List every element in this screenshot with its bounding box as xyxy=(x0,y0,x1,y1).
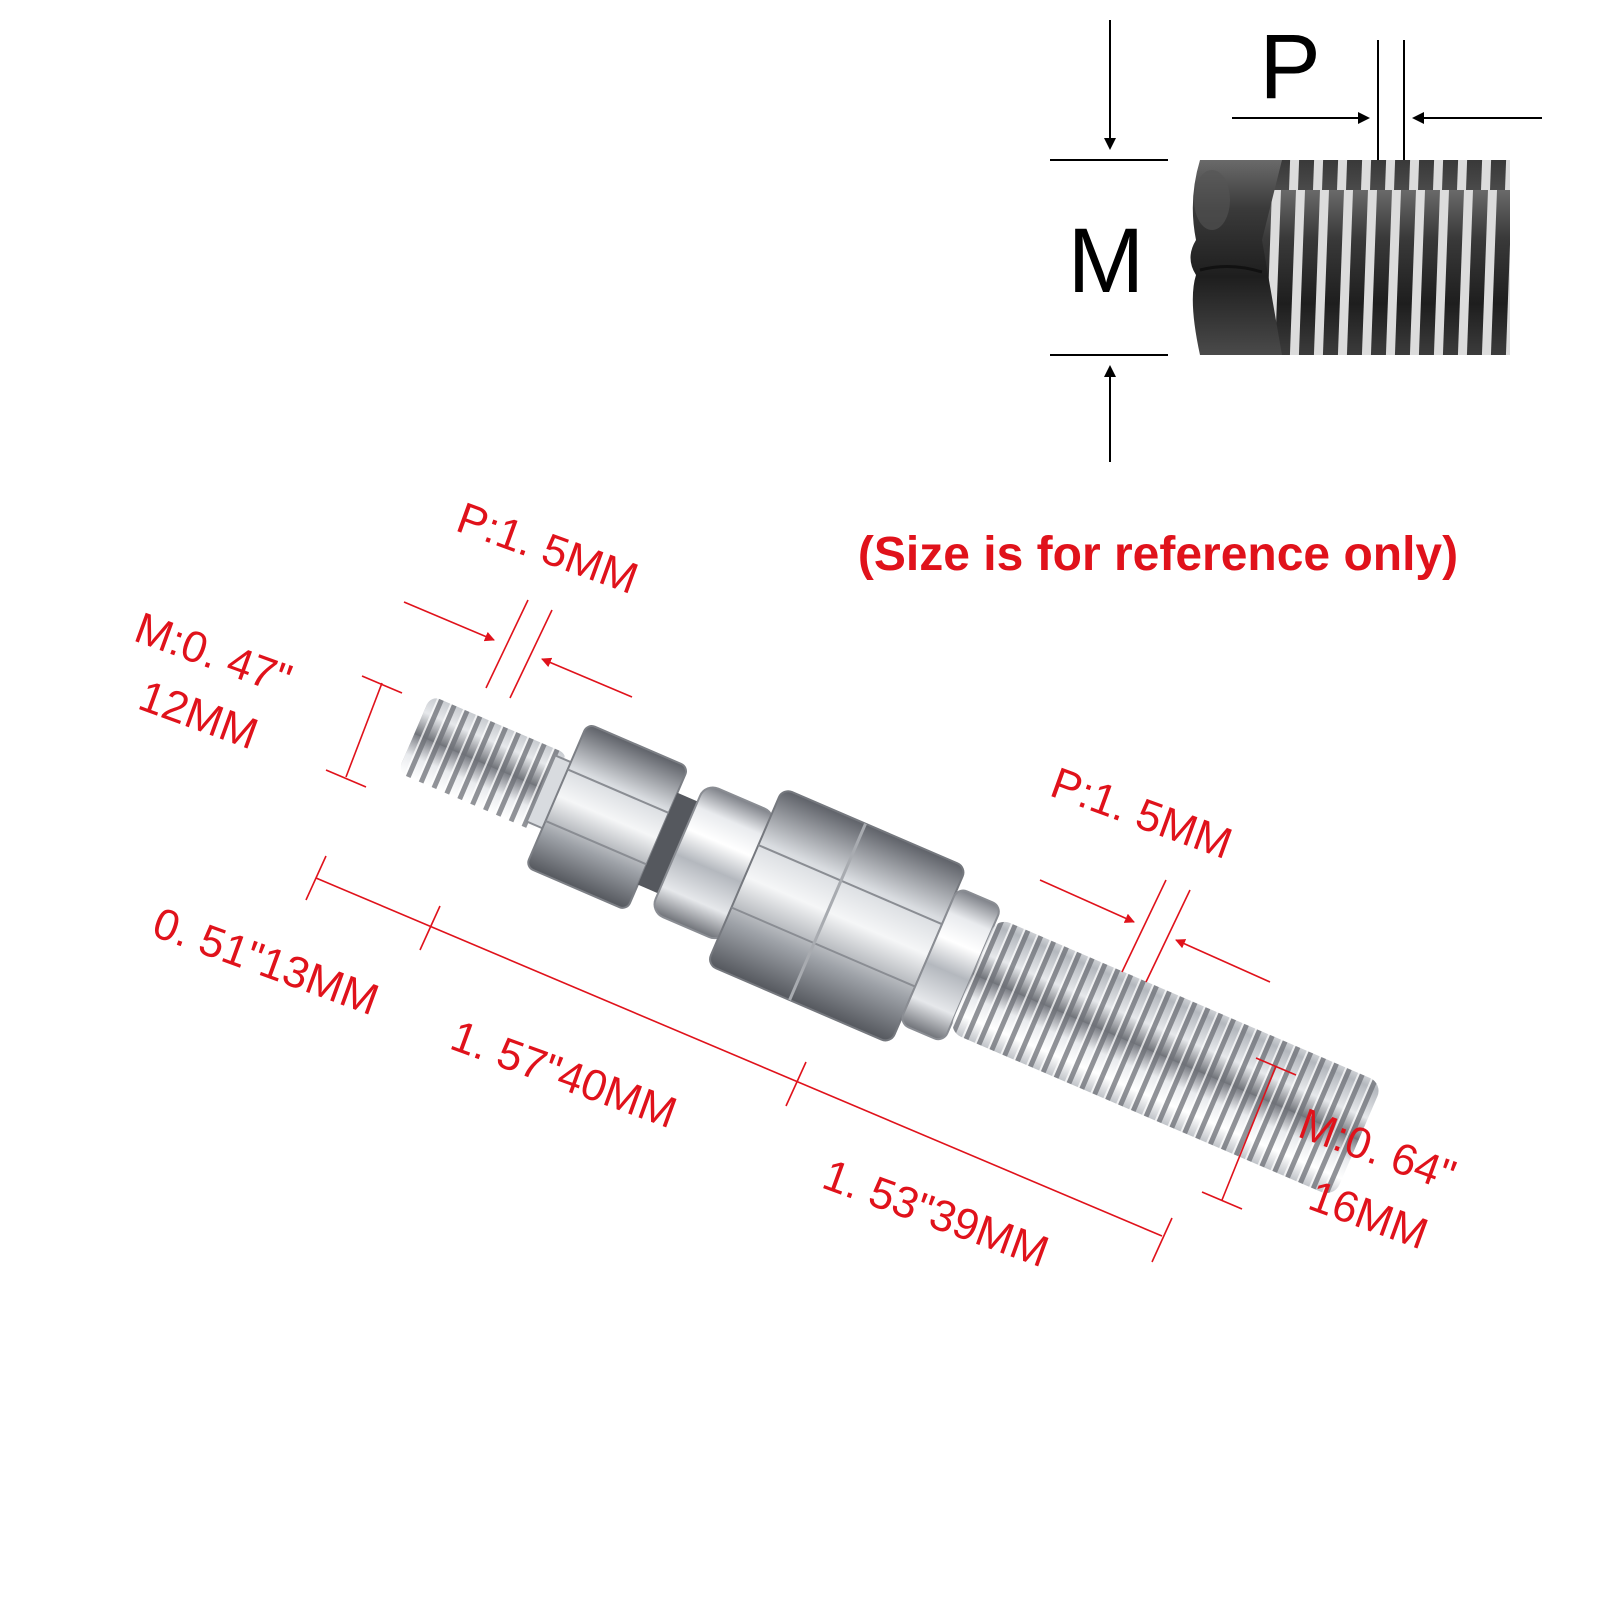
pitch-symbol-label: P xyxy=(1259,16,1320,118)
length-tick-body xyxy=(785,1061,807,1107)
right-diameter-cap-top xyxy=(1255,1057,1297,1076)
nut-gap xyxy=(637,792,698,894)
reference-threaded-rod xyxy=(1190,160,1510,355)
stud-adapter-photo xyxy=(400,698,1379,1194)
left-pitch-tick-2 xyxy=(509,609,553,699)
right-diameter-line xyxy=(1221,1065,1277,1201)
left-diameter-line xyxy=(345,682,383,778)
reference-thread-diagram: P M xyxy=(1050,16,1542,462)
left-pitch-label: P:1. 5MM xyxy=(451,493,645,603)
right-thread-length-label: 1. 53"39MM xyxy=(817,1150,1055,1277)
right-diameter-cap-bottom xyxy=(1201,1191,1243,1210)
small-thread xyxy=(400,698,566,829)
body-length-label: 1. 57"40MM xyxy=(445,1011,683,1138)
right-pitch-arrow-out xyxy=(1175,939,1271,983)
right-pitch-tick-1 xyxy=(1121,879,1167,973)
left-diameter-cap-top xyxy=(361,675,403,694)
hex-nut xyxy=(527,725,687,909)
right-pitch-arrow-in xyxy=(1039,879,1135,923)
length-dimension-line xyxy=(315,877,1163,1237)
left-pitch-arrow-out xyxy=(541,657,633,698)
left-diameter-cap-bottom xyxy=(325,769,367,788)
shoulder xyxy=(901,889,1000,1041)
reference-note: (Size is for reference only) xyxy=(858,528,1458,581)
large-thread xyxy=(952,921,1379,1194)
left-thread-length-label: 0. 51"13MM xyxy=(147,898,385,1025)
left-pitch-arrow-in xyxy=(403,601,495,642)
diameter-symbol-label: M xyxy=(1068,210,1145,312)
length-tick-start xyxy=(305,855,327,901)
length-tick-end xyxy=(1151,1217,1173,1263)
dimension-annotations xyxy=(305,599,1297,1263)
right-pitch-label: P:1. 5MM xyxy=(1045,758,1239,868)
length-tick-thread xyxy=(419,905,441,951)
left-pitch-tick-1 xyxy=(485,599,529,689)
right-pitch-tick-2 xyxy=(1145,889,1191,983)
